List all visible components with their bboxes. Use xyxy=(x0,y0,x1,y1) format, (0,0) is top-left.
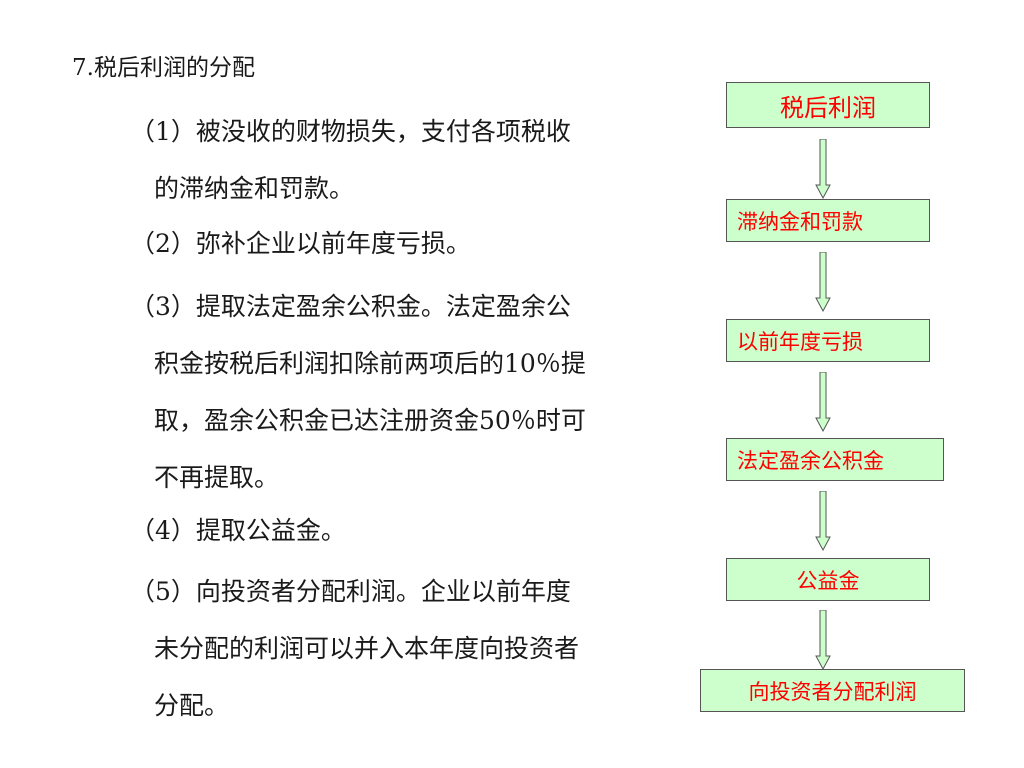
item-5-line-3: 分配。 xyxy=(154,691,230,720)
flow-step-prior-year-losses: 以前年度亏损 xyxy=(726,319,930,362)
item-5-line-1: （5）向投资者分配利润。企业以前年度 xyxy=(130,577,571,606)
item-1-line-1: （1）被没收的财物损失，支付各项税收 xyxy=(130,117,571,146)
list-item-5: （5）向投资者分配利润。企业以前年度 未分配的利润可以并入本年度向投资者 分配。 xyxy=(130,563,650,734)
item-3-line-3: 取，盈余公积金已达注册资金50％时可 xyxy=(154,406,586,435)
flow-step-investor-distribution: 向投资者分配利润 xyxy=(700,669,965,712)
item-5-line-2: 未分配的利润可以并入本年度向投资者 xyxy=(154,634,580,663)
flow-step-penalties: 滞纳金和罚款 xyxy=(726,199,930,242)
item-4-line-1: （4）提取公益金。 xyxy=(130,516,346,545)
item-3-line-2: 积金按税后利润扣除前两项后的10％提 xyxy=(154,349,586,378)
list-item-3: （3）提取法定盈余公积金。法定盈余公 积金按税后利润扣除前两项后的10％提 取，… xyxy=(130,278,650,506)
list-item-2: （2）弥补企业以前年度亏损。 xyxy=(130,215,650,272)
flow-arrow-3 xyxy=(815,372,831,432)
item-3-line-4: 不再提取。 xyxy=(154,463,280,492)
flow-arrow-2 xyxy=(815,252,831,312)
flow-arrow-5 xyxy=(815,610,831,670)
flow-step-welfare-fund: 公益金 xyxy=(726,558,930,601)
item-3-line-1: （3）提取法定盈余公积金。法定盈余公 xyxy=(130,292,571,321)
list-item-4: （4）提取公益金。 xyxy=(130,502,650,559)
flow-arrow-1 xyxy=(815,139,831,199)
flow-step-statutory-reserve: 法定盈余公积金 xyxy=(726,438,944,481)
item-2-line-1: （2）弥补企业以前年度亏损。 xyxy=(130,229,471,258)
section-heading: 7.税后利润的分配 xyxy=(72,55,255,81)
flow-arrow-4 xyxy=(815,491,831,551)
flow-step-after-tax-profit: 税后利润 xyxy=(726,82,930,128)
list-item-1: （1）被没收的财物损失，支付各项税收 的滞纳金和罚款。 xyxy=(130,103,650,217)
item-1-line-2: 的滞纳金和罚款。 xyxy=(154,174,355,203)
